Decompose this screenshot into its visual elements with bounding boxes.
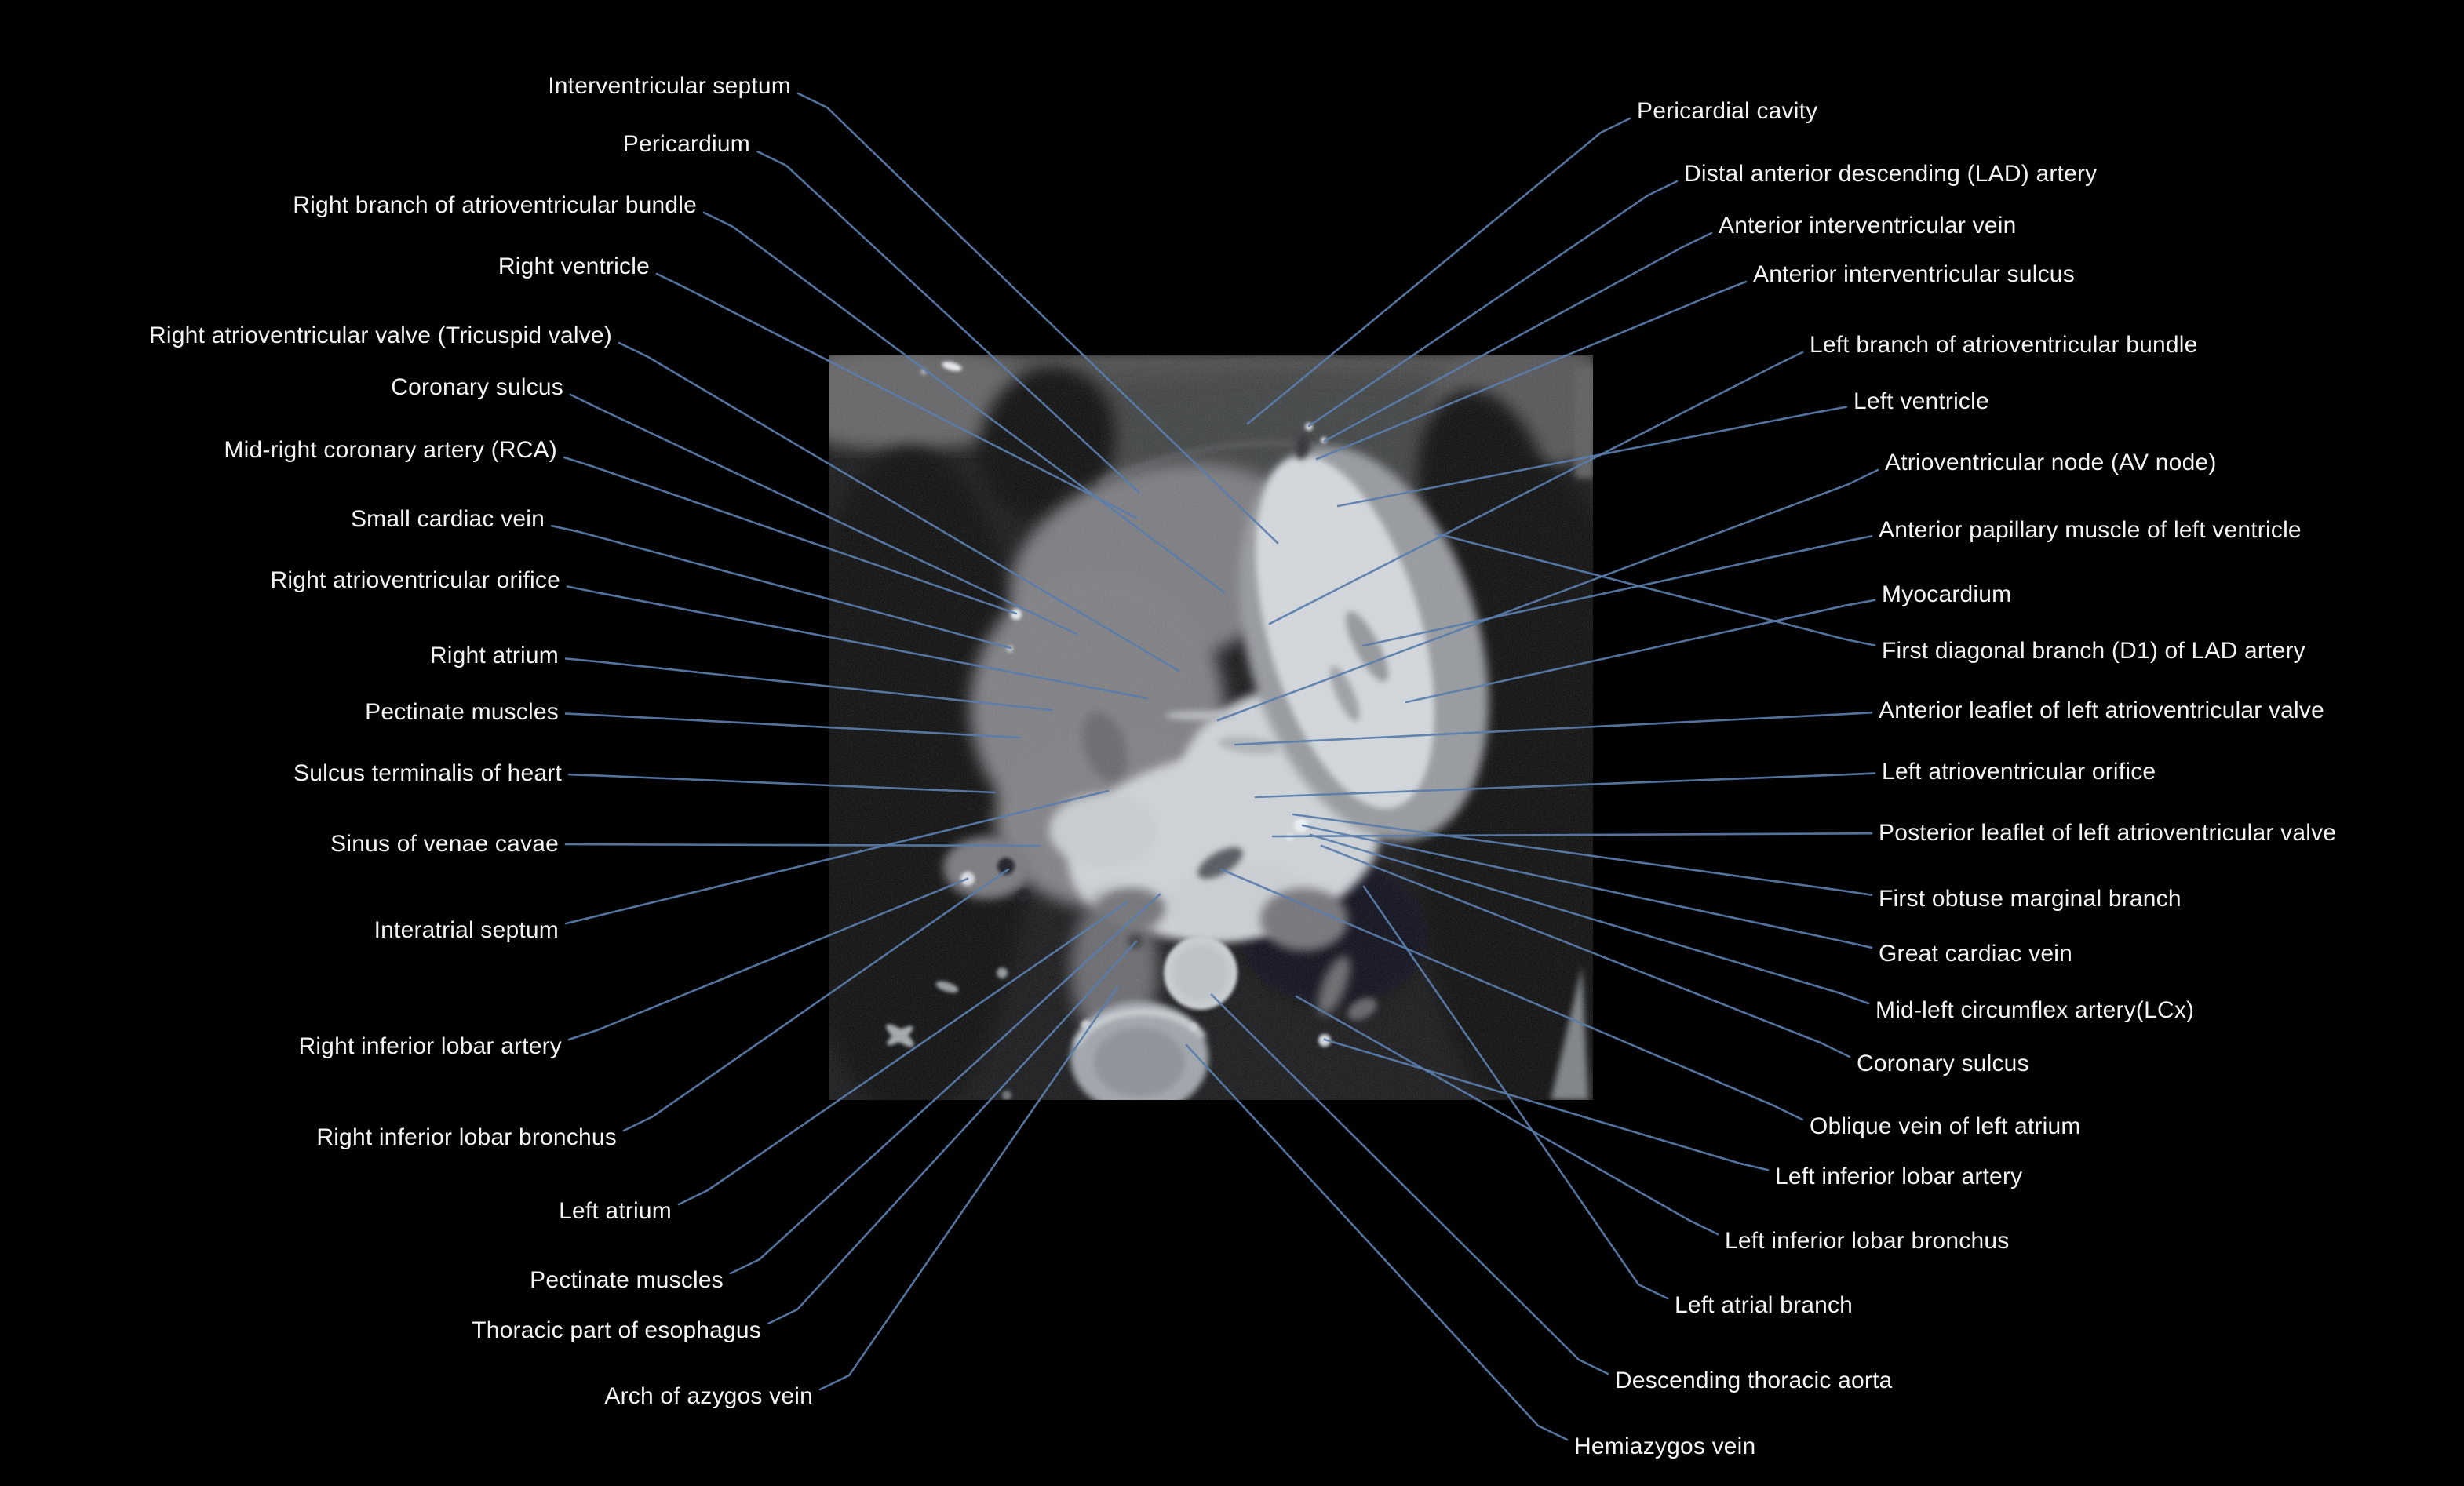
leader-line: [1320, 844, 1851, 1058]
leader-line: [567, 877, 969, 1041]
leader-line: [1309, 833, 1870, 1005]
leader-line: [564, 712, 1022, 739]
anatomy-label: Right inferior lobar artery: [298, 1033, 562, 1059]
anatomy-label: Left atrium: [559, 1197, 672, 1224]
leader-line: [729, 893, 1161, 1275]
leader-line: [818, 985, 1119, 1391]
anatomy-label: Descending thoracic aorta: [1615, 1367, 1893, 1393]
anatomy-label: Pectinate muscles: [365, 698, 559, 725]
leader-line: [677, 901, 1128, 1206]
anatomy-label: Distal anterior descending (LAD) artery: [1684, 160, 2098, 187]
anatomy-label: Right branch of atrioventricular bundle: [293, 191, 697, 218]
leader-line: [564, 789, 1110, 925]
anatomy-label: Pericardial cavity: [1637, 97, 1818, 124]
leader-line: [1362, 885, 1669, 1300]
leader-line: [1210, 993, 1609, 1375]
anatomy-label: Pectinate muscles: [530, 1266, 724, 1293]
anatomy-label: Left ventricle: [1853, 388, 1989, 414]
anatomy-label: Small cardiac vein: [350, 505, 545, 532]
leader-line: [1301, 824, 1873, 949]
anatomy-label: Sinus of venae cavae: [330, 830, 559, 857]
anatomy-label: Right atrioventricular orifice: [270, 566, 560, 593]
leader-line: [796, 92, 1279, 545]
leader-line: [1405, 599, 1876, 704]
leader-line: [564, 843, 1041, 847]
leader-line: [756, 150, 1141, 494]
leader-line: [563, 456, 1018, 615]
anatomy-label: Coronary sulcus: [391, 373, 563, 400]
anatomy-label: Right atrium: [429, 642, 559, 668]
anatomy-label: Hemiazygos vein: [1574, 1433, 1756, 1459]
leader-line: [702, 211, 1226, 594]
anatomy-label: Great cardiac vein: [1879, 940, 2073, 967]
anatomy-label: Anterior leaflet of left atrioventricula…: [1879, 697, 2324, 723]
anatomy-label: Arch of azygos vein: [604, 1382, 813, 1409]
leader-line: [1361, 535, 1873, 647]
anatomy-label: First obtuse marginal branch: [1879, 885, 2182, 912]
anatomy-label: Left atrioventricular orifice: [1882, 758, 2156, 785]
anatomy-label: Oblique vein of left atrium: [1810, 1113, 2081, 1139]
anatomy-label: Left branch of atrioventricular bundle: [1810, 331, 2198, 358]
anatomy-label: Sulcus terminalis of heart: [293, 759, 562, 786]
leader-line: [1336, 406, 1848, 508]
anatomy-label: Coronary sulcus: [1857, 1050, 2029, 1076]
anatomy-label: Right ventricle: [498, 253, 650, 279]
anatomy-label: Posterior leaflet of left atrioventricul…: [1879, 819, 2337, 846]
anatomy-label: Mid-right coronary artery (RCA): [224, 436, 557, 463]
leader-line: [1185, 1043, 1569, 1441]
anatomy-label: Anterior interventricular vein: [1719, 212, 2017, 239]
leader-line: [655, 272, 1138, 519]
anatomy-label: Atrioventricular node (AV node): [1885, 449, 2217, 475]
leader-line: [1295, 995, 1719, 1236]
leader-line: [1246, 117, 1631, 425]
leader-line: [1434, 532, 1876, 646]
leader-line: [1234, 711, 1873, 746]
anatomy-label: Left atrial branch: [1675, 1291, 1853, 1318]
leader-lines-layer: [550, 92, 1879, 1441]
leader-line: [622, 868, 1010, 1132]
anatomy-label: Interventricular septum: [548, 72, 791, 99]
anatomy-label: Anterior interventricular sulcus: [1753, 260, 2075, 287]
leader-line: [1254, 772, 1876, 799]
leader-line: [567, 773, 997, 794]
leader-line: [550, 524, 1012, 650]
leader-line: [1216, 468, 1879, 722]
anatomy-label: Thoracic part of esophagus: [472, 1317, 761, 1343]
leader-line: [618, 341, 1180, 672]
anatomy-label: First diagonal branch (D1) of LAD artery: [1882, 637, 2305, 664]
leader-line: [1323, 1038, 1770, 1171]
anatomy-label: Anterior papillary muscle of left ventri…: [1879, 516, 2302, 543]
leader-line: [767, 940, 1138, 1325]
leader-line: [1323, 231, 1713, 443]
leader-line: [1268, 351, 1804, 625]
leader-line: [564, 657, 1053, 712]
anatomy-label: Myocardium: [1882, 581, 2012, 607]
anatomy-label: Right atrioventricular valve (Tricuspid …: [149, 322, 612, 348]
anatomy-label: Left inferior lobar bronchus: [1725, 1227, 2010, 1254]
leader-line: [1307, 180, 1679, 428]
anatomy-label: Pericardium: [622, 130, 750, 157]
leader-line: [569, 393, 1078, 636]
anatomy-label: Mid-left circumflex artery(LCx): [1875, 996, 2195, 1023]
anatomy-label: Right inferior lobar bronchus: [316, 1124, 617, 1150]
leader-line: [1315, 280, 1748, 461]
leader-line: [1292, 813, 1873, 896]
anatomy-label: Interatrial septum: [374, 916, 559, 943]
leader-line: [566, 585, 1149, 700]
anatomy-label: Left inferior lobar artery: [1775, 1163, 2023, 1189]
leader-line: [1271, 832, 1873, 838]
